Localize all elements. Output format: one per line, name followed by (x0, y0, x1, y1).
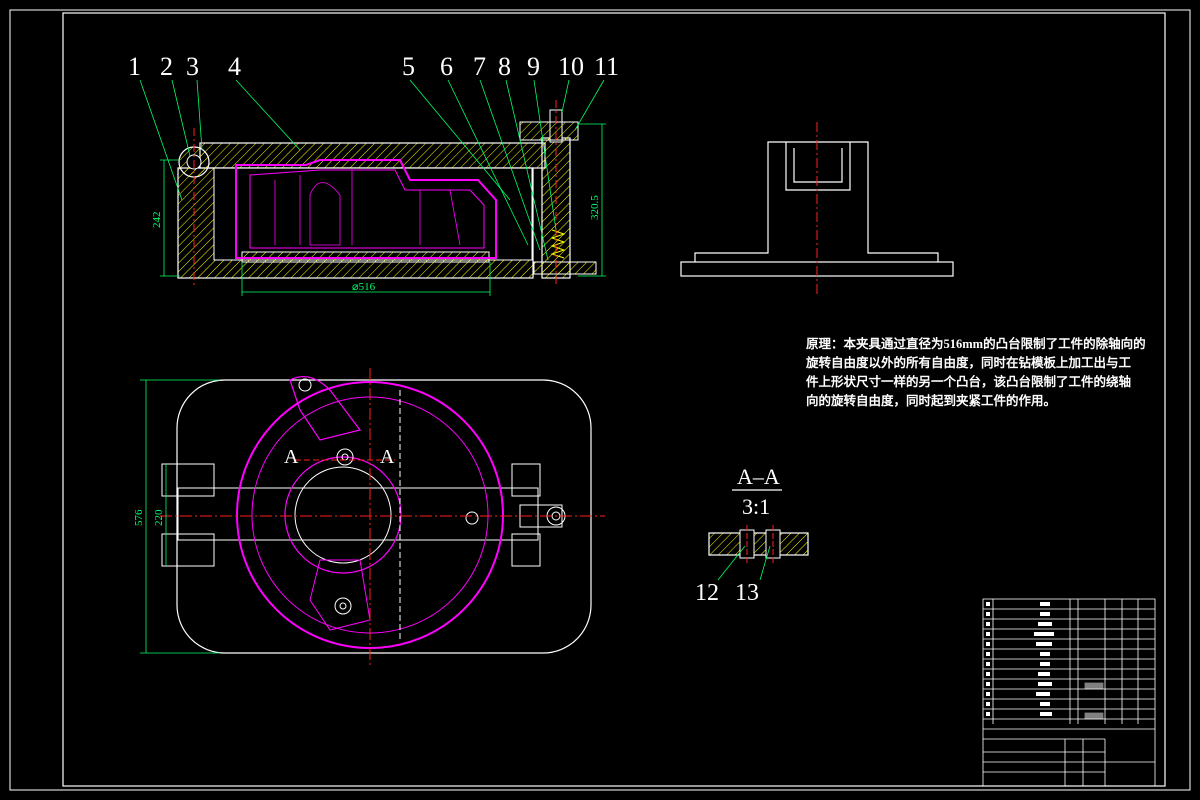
section-label-right: A (380, 446, 395, 468)
callout-9: 9 (527, 52, 540, 81)
callout-12: 12 (695, 580, 719, 606)
dim-height-242: 242 (151, 212, 163, 229)
principle-note: 原理：本夹具通过直径为516mm的凸台限制了工件的除轴向的 旋转自由度以外的所有… (805, 336, 1146, 408)
dim-width-576: 576 (133, 509, 145, 526)
callout-13: 13 (735, 580, 759, 606)
section-title: A–A (737, 464, 780, 489)
note-line-2: 旋转自由度以外的所有自由度，同时在钻模板上加工出与工 (805, 355, 1132, 370)
callout-1: 1 (128, 52, 141, 81)
inner-frame (62, 12, 1166, 787)
outer-frame (9, 9, 1191, 791)
bom-row-numbers (986, 602, 1054, 716)
note-line-1: 原理：本夹具通过直径为516mm的凸台限制了工件的除轴向的 (806, 336, 1146, 351)
side-view (680, 122, 954, 296)
bill-of-materials (982, 598, 1156, 787)
callout-7: 7 (473, 52, 486, 81)
note-line-3: 件上形状尺寸一样的另一个凸台，该凸台限制了工件的绕轴 (806, 374, 1131, 389)
callout-10: 10 (558, 52, 584, 81)
callout-5: 5 (402, 52, 415, 81)
dim-diameter-516: ⌀516 (352, 281, 376, 293)
section-scale: 3:1 (742, 494, 770, 519)
callout-8: 8 (498, 52, 511, 81)
callout-11: 11 (594, 52, 619, 81)
part-callouts: 1 2 3 4 5 6 7 8 9 10 11 (128, 52, 619, 81)
callout-3: 3 (186, 52, 199, 81)
callout-6: 6 (440, 52, 453, 81)
callout-2: 2 (160, 52, 173, 81)
section-a-a: A–A 3:1 12 13 (695, 464, 809, 606)
note-line-4: 向的旋转自由度，同时起到夹紧工件的作用。 (806, 393, 1056, 408)
section-label-left: A (284, 446, 299, 468)
top-view (140, 368, 605, 665)
front-section-view (139, 79, 606, 296)
dim-height-320: 320.5 (589, 195, 601, 220)
dim-width-220: 220 (153, 509, 165, 526)
callout-4: 4 (228, 52, 241, 81)
